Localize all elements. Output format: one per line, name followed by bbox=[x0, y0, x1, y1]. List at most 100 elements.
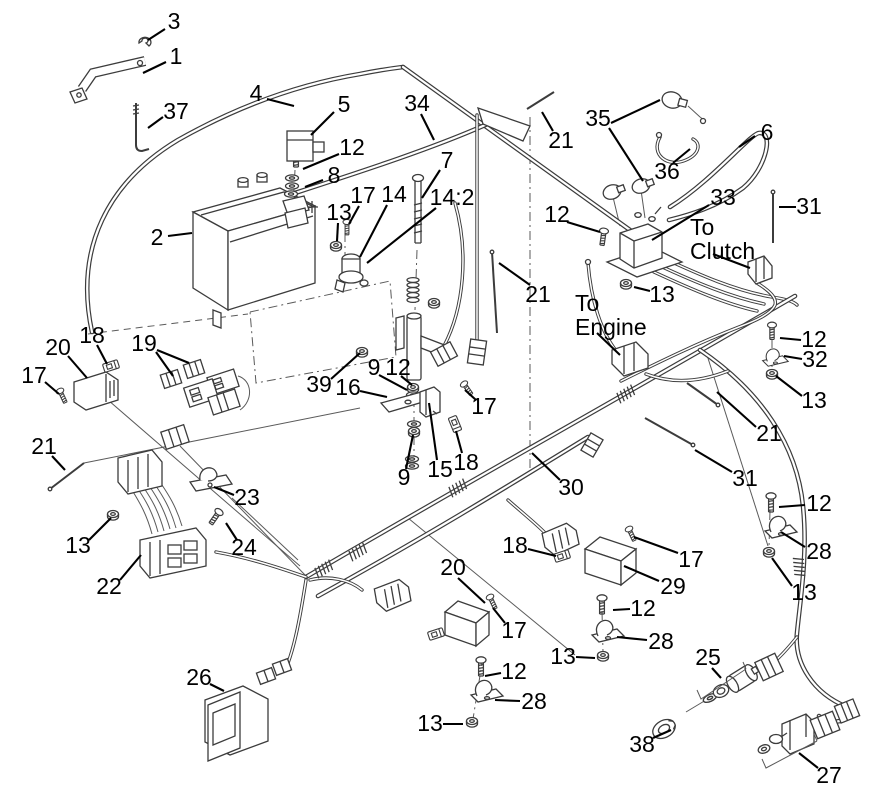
leader-line bbox=[44, 381, 60, 395]
leader-line bbox=[651, 204, 710, 241]
part-label-23: 23 bbox=[234, 484, 260, 511]
leader-line bbox=[96, 344, 108, 365]
leader-line bbox=[694, 449, 733, 473]
leader-line bbox=[88, 517, 112, 541]
part-label-12: 12 bbox=[544, 201, 570, 228]
part-label-17: 17 bbox=[471, 393, 497, 420]
part-label-12: 12 bbox=[630, 595, 656, 622]
leader-line bbox=[596, 332, 621, 356]
part-label-9: 9 bbox=[397, 464, 411, 491]
part-label-28: 28 bbox=[521, 688, 547, 715]
leader-line bbox=[427, 402, 439, 461]
part-label-5: 5 bbox=[337, 91, 351, 118]
leader-line bbox=[484, 671, 502, 678]
to-engine-connector bbox=[584, 258, 649, 377]
leader-line bbox=[213, 486, 235, 496]
part-label-14:2: 14:2 bbox=[429, 184, 475, 211]
part-label-12: 12 bbox=[339, 134, 365, 161]
leader-line bbox=[616, 635, 648, 642]
part-label-13: 13 bbox=[550, 643, 576, 670]
ignition-switch-25 bbox=[652, 652, 785, 740]
leader-line bbox=[492, 607, 506, 624]
part-label-36: 36 bbox=[654, 158, 680, 185]
leader-line bbox=[575, 655, 596, 660]
part-label-to-clutch: To Clutch bbox=[690, 214, 756, 264]
leader-line bbox=[225, 522, 238, 541]
part-label-18: 18 bbox=[453, 449, 479, 476]
switch-15 bbox=[419, 379, 476, 434]
part-label-26: 26 bbox=[186, 664, 212, 691]
part-label-17: 17 bbox=[21, 362, 47, 389]
coil-5 bbox=[286, 130, 325, 162]
leader-line bbox=[610, 99, 661, 124]
leader-line bbox=[633, 536, 679, 554]
part-label-31: 31 bbox=[796, 193, 822, 220]
part-label-13: 13 bbox=[801, 387, 827, 414]
part-label-34: 34 bbox=[404, 90, 430, 117]
battery bbox=[191, 171, 318, 329]
leader-line bbox=[608, 127, 644, 182]
part-label-18: 18 bbox=[79, 322, 105, 349]
part-label-29: 29 bbox=[660, 573, 686, 600]
part-label-33: 33 bbox=[710, 184, 736, 211]
leader-line bbox=[457, 577, 486, 604]
leader-line bbox=[156, 349, 190, 364]
part-label-32: 32 bbox=[802, 346, 828, 373]
part-label-21: 21 bbox=[548, 127, 574, 154]
leader-line bbox=[783, 354, 803, 361]
leader-line bbox=[147, 28, 166, 41]
leader-line bbox=[798, 752, 819, 769]
leader-line bbox=[464, 389, 477, 401]
part-label-4: 4 bbox=[249, 80, 263, 107]
leader-line bbox=[711, 667, 722, 679]
part-label-20: 20 bbox=[440, 554, 466, 581]
leader-line bbox=[155, 351, 174, 377]
leader-line bbox=[266, 97, 295, 108]
switch-27 bbox=[757, 698, 861, 769]
relay-29 bbox=[540, 520, 639, 587]
part-label-12: 12 bbox=[806, 490, 832, 517]
leader-line bbox=[167, 231, 193, 238]
leader-line bbox=[778, 503, 806, 509]
part-label-12: 12 bbox=[801, 326, 827, 353]
leader-line bbox=[566, 220, 601, 234]
leader-line bbox=[421, 169, 441, 199]
switch-14 bbox=[329, 218, 369, 293]
part-label-27: 27 bbox=[816, 762, 842, 789]
leader-line bbox=[494, 698, 521, 703]
leader-line bbox=[348, 205, 360, 225]
leader-line bbox=[51, 455, 66, 471]
part-label-13: 13 bbox=[791, 579, 817, 606]
part-label-21: 21 bbox=[525, 281, 551, 308]
relay-20-bottom bbox=[372, 577, 500, 648]
part-label-24: 24 bbox=[231, 534, 257, 561]
part-label-13: 13 bbox=[65, 532, 91, 559]
part-label-30: 30 bbox=[558, 474, 584, 501]
tension-assembly bbox=[355, 173, 448, 470]
clip-23 bbox=[106, 467, 234, 527]
part-label-14: 14 bbox=[381, 181, 407, 208]
part-label-17: 17 bbox=[501, 617, 527, 644]
leader-line bbox=[527, 547, 557, 558]
part-label-17: 17 bbox=[350, 182, 376, 209]
leader-line bbox=[366, 207, 437, 264]
part-label-39: 39 bbox=[306, 371, 332, 398]
part-label-17: 17 bbox=[678, 546, 704, 573]
leader-line bbox=[142, 61, 167, 74]
part-label-19: 19 bbox=[131, 330, 157, 357]
to-clutch-connector bbox=[747, 255, 773, 285]
leader-line bbox=[633, 285, 651, 293]
part-label-2: 2 bbox=[150, 224, 164, 251]
leader-line bbox=[531, 452, 561, 481]
switch-26 bbox=[204, 657, 293, 762]
leader-line bbox=[779, 336, 802, 342]
part-label-16: 16 bbox=[335, 374, 361, 401]
cable-boot bbox=[476, 91, 555, 142]
leader-line bbox=[652, 729, 672, 739]
leader-lines bbox=[44, 28, 819, 769]
solenoid-33 bbox=[596, 91, 707, 290]
part-label-15: 15 bbox=[427, 456, 453, 483]
part-label-6: 6 bbox=[760, 119, 774, 146]
connector-22 bbox=[117, 449, 207, 579]
